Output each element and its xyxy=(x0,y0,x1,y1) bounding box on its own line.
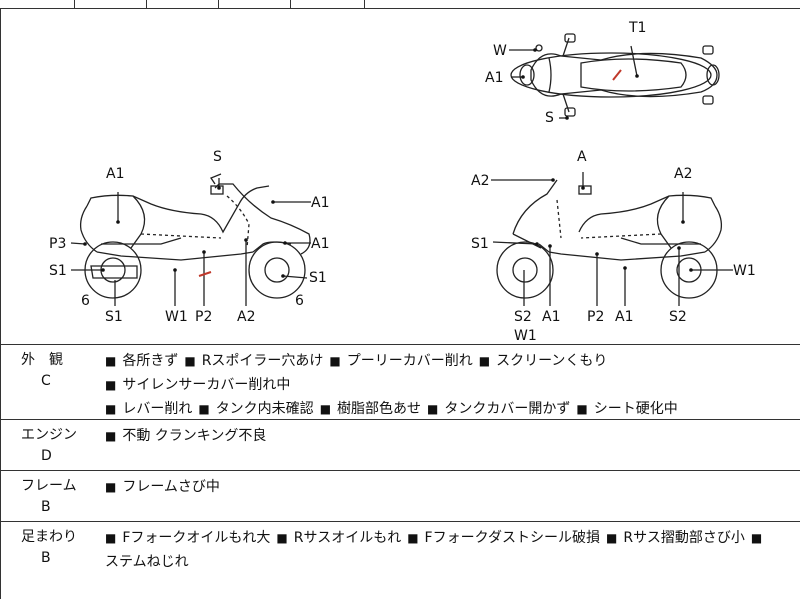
bullet-marker: ■ xyxy=(750,531,763,545)
label-right-a2-right: A2 xyxy=(674,166,692,182)
right-side-scooter xyxy=(496,179,723,299)
label-right-w1-right: W1 xyxy=(733,263,756,279)
label-right-s1: S1 xyxy=(471,236,489,252)
label-left-a1-right1: A1 xyxy=(311,195,329,211)
list-item: シート硬化中 xyxy=(576,401,677,417)
list-item: Fフォークオイルもれ大 xyxy=(105,530,270,546)
label-top-w: W xyxy=(493,43,507,59)
label-left-w1: W1 xyxy=(165,309,188,325)
list-item: Rサスオイルもれ xyxy=(276,530,401,546)
section-items: フレームさび中 xyxy=(105,475,795,499)
label-left-6-right: 6 xyxy=(295,293,304,309)
label-left-a2: A2 xyxy=(237,309,255,325)
section-category: 足まわり B xyxy=(1,522,95,599)
top-cell xyxy=(74,0,147,8)
section-grade: B xyxy=(41,550,51,566)
section-grade: D xyxy=(41,448,52,464)
diagram-svg: W T1 A1 S S A1 A1 P3 A1 S1 S1 6 6 S1 W1 … xyxy=(49,20,756,344)
section-grade: C xyxy=(41,373,51,389)
list-item: プーリーカバー削れ xyxy=(329,353,472,369)
list-item: 樹脂部色あせ xyxy=(320,401,421,417)
label-top-a1: A1 xyxy=(485,70,503,86)
label-right-s2-left: S2 xyxy=(514,309,532,325)
label-right-a1-left: A1 xyxy=(542,309,560,325)
section-category: フレーム B xyxy=(1,471,95,521)
section-grade: B xyxy=(41,499,51,515)
section-exterior: 外 観 C 各所きず Rスポイラー穴あけプーリーカバー削れスクリーンくもりサイレン… xyxy=(0,345,800,420)
section-engine: エンジン D 不動 クランキング不良 xyxy=(0,420,800,471)
label-right-w1-bottom: W1 xyxy=(514,328,537,344)
list-item: タンクカバー開かず xyxy=(427,401,570,417)
list-item: Rサス摺動部さび小 xyxy=(606,530,745,546)
list-item: 各所きず xyxy=(105,353,178,369)
label-right-p2: P2 xyxy=(587,309,604,325)
damage-diagram: W T1 A1 S S A1 A1 P3 A1 S1 S1 6 6 S1 W1 … xyxy=(0,8,800,345)
section-name: フレーム xyxy=(21,478,77,494)
list-item: フレームさび中 xyxy=(105,479,220,495)
section-items: 各所きず Rスポイラー穴あけプーリーカバー削れスクリーンくもりサイレンサーカバー削… xyxy=(105,349,795,421)
section-name: 外 観 xyxy=(21,352,63,368)
list-item: タンク内未確認 xyxy=(198,401,313,417)
section-name: エンジン xyxy=(21,427,77,443)
label-left-a1-right2: A1 xyxy=(311,236,329,252)
list-item: Fフォークダストシール破損 xyxy=(407,530,600,546)
list-item-continuation: ステムねじれ xyxy=(105,554,189,570)
section-category: エンジン D xyxy=(1,420,95,470)
label-right-a1-right: A1 xyxy=(615,309,633,325)
label-left-s1-right: S1 xyxy=(309,270,327,286)
section-suspension: 足まわり B Fフォークオイルもれ大 Rサスオイルもれ Fフォークダストシール破損 R… xyxy=(0,522,800,599)
top-cell xyxy=(218,0,291,8)
section-items: Fフォークオイルもれ大 Rサスオイルもれ Fフォークダストシール破損 Rサス摺動部さび… xyxy=(105,526,795,574)
damage-mark xyxy=(198,271,212,277)
label-left-s: S xyxy=(213,149,222,165)
list-item: Rスポイラー穴あけ xyxy=(184,353,323,369)
label-left-p2: P2 xyxy=(195,309,212,325)
list-item: 不動 クランキング不良 xyxy=(105,428,266,444)
label-left-s1-left: S1 xyxy=(49,263,67,279)
label-left-6-left: 6 xyxy=(81,293,90,309)
top-cell xyxy=(146,0,219,8)
top-view-scooter xyxy=(510,33,720,117)
left-side-scooter xyxy=(79,173,311,299)
section-frame: フレーム B フレームさび中 xyxy=(0,471,800,522)
damage-mark xyxy=(612,69,622,81)
label-right-s2-right: S2 xyxy=(669,309,687,325)
label-right-a: A xyxy=(577,149,587,165)
section-category: 外 観 C xyxy=(1,345,95,419)
label-left-s1-bottom: S1 xyxy=(105,309,123,325)
label-right-a2-left: A2 xyxy=(471,173,489,189)
label-left-a1-top: A1 xyxy=(106,166,124,182)
label-top-t1: T1 xyxy=(628,20,646,36)
top-cell xyxy=(290,0,365,8)
section-items: 不動 クランキング不良 xyxy=(105,424,795,448)
top-cell xyxy=(0,0,75,8)
list-item: レバー削れ xyxy=(105,401,192,417)
top-strip xyxy=(0,0,800,9)
section-name: 足まわり xyxy=(21,529,77,545)
label-top-s: S xyxy=(545,110,554,126)
list-item: スクリーンくもり xyxy=(479,353,608,369)
list-item: サイレンサーカバー削れ中 xyxy=(105,377,290,393)
label-left-p3: P3 xyxy=(49,236,66,252)
